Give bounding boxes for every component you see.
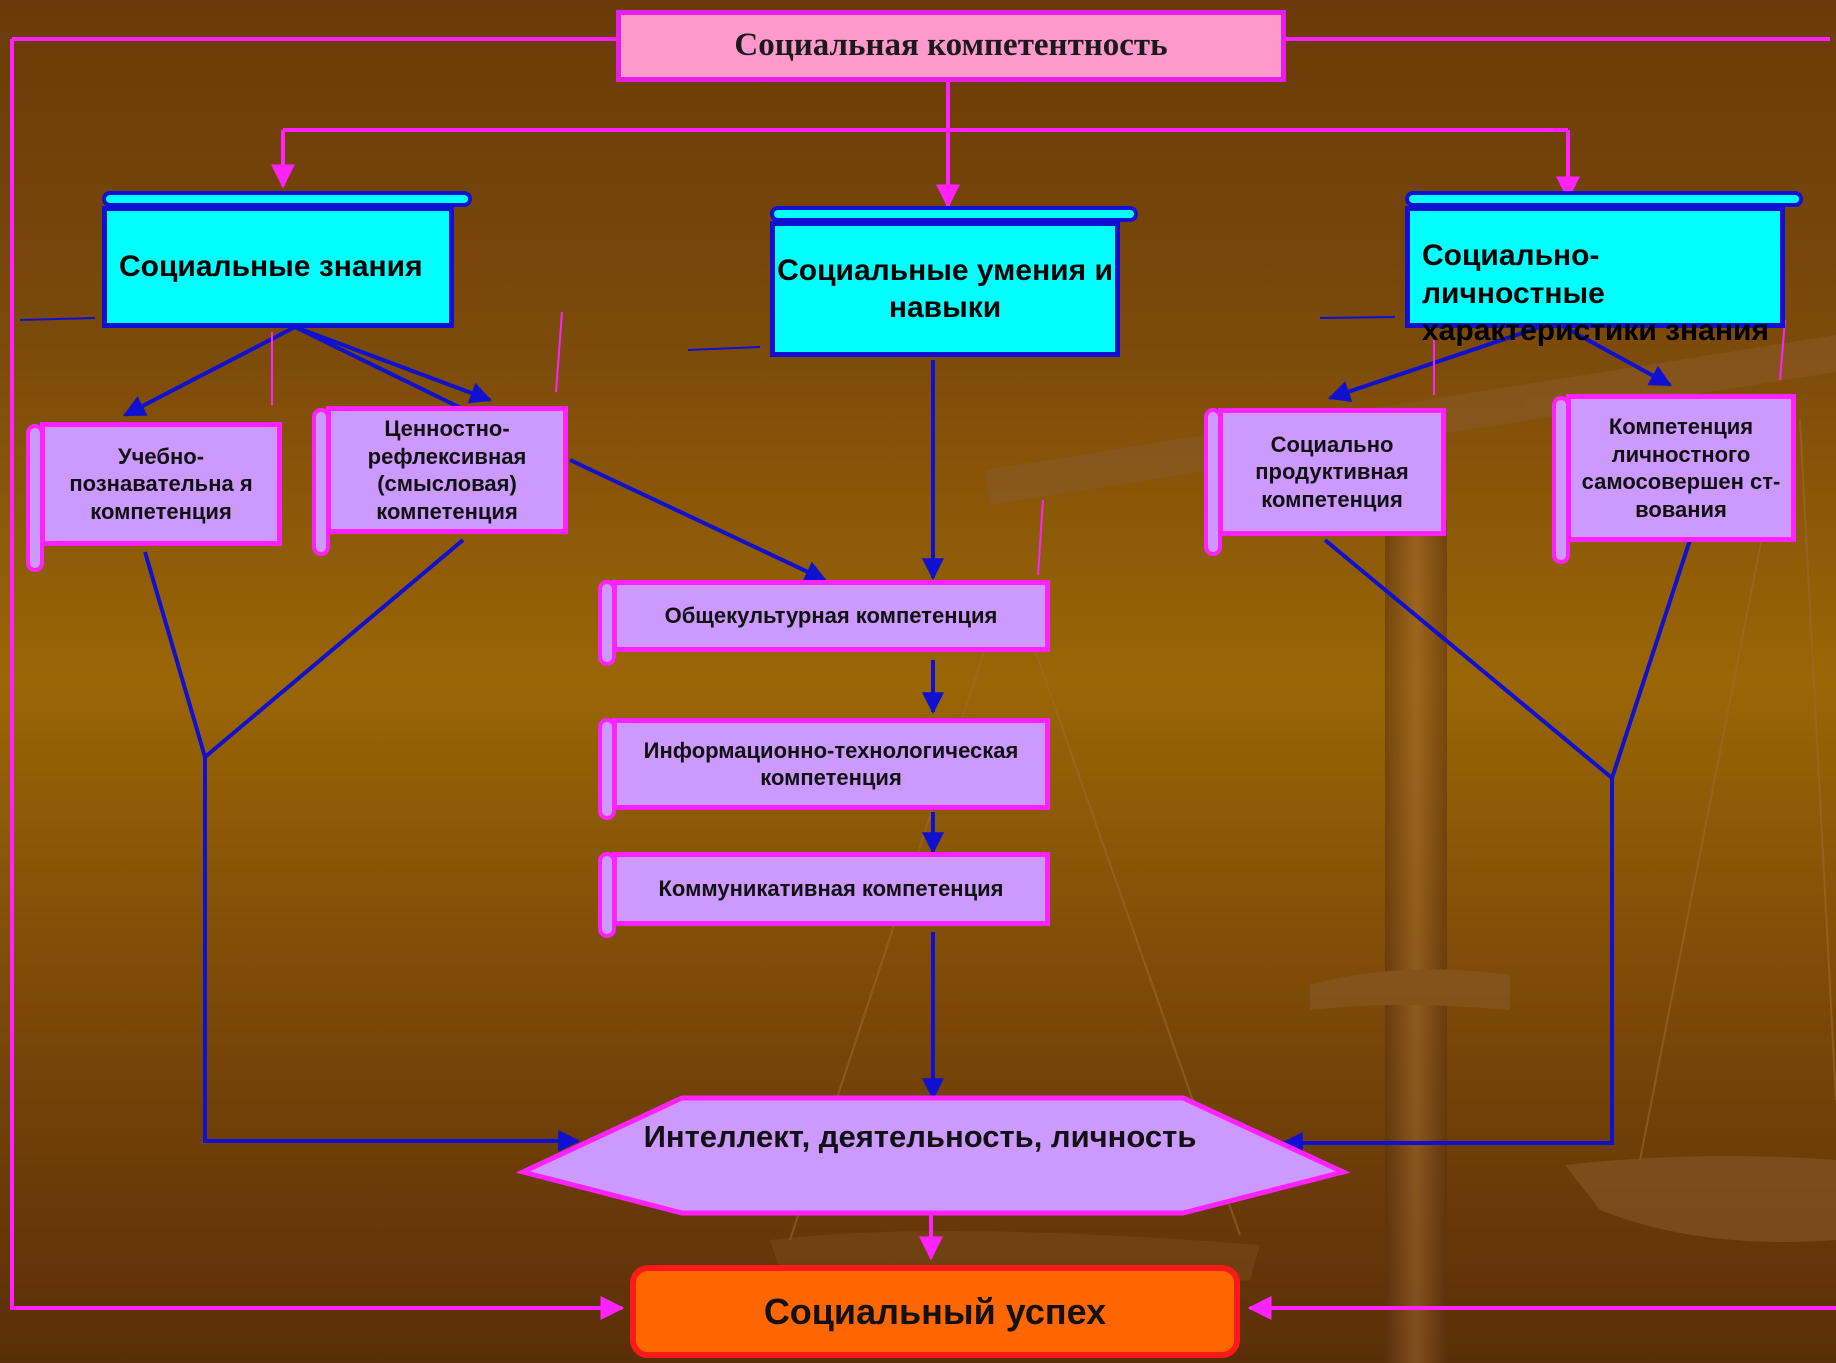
knowledge-box: Социальные знания [102,206,454,328]
information-box: Информационно-технологическая компетенци… [612,718,1050,810]
title-box: Социальная компетентность [616,10,1286,82]
personal-label: Социально-личностные характеристики знан… [1422,239,1769,347]
personal-box: Социально-личностные характеристики знан… [1405,206,1785,347]
scroll-tails [271,311,1786,576]
scroll-tails-blue [19,316,1396,351]
cultural-label: Общекультурная компетенция [664,603,998,629]
integration-label: Интеллект, деятельность, личность [643,1119,1197,1154]
success-box: Социальный успех [630,1265,1240,1358]
integration-hexagon [515,1095,1351,1216]
success-label: Социальный успех [763,1291,1107,1332]
knowledge-scroll-roll [102,191,472,207]
title-text: Социальная компетентность [734,27,1168,64]
productive-box: Социально продуктивная компетенция [1218,408,1446,536]
productive-label: Социально продуктивная компетенция [1255,431,1409,512]
knowledge-label: Социальные знания [119,250,423,284]
communicative-box: Коммуникативная компетенция [612,852,1050,926]
cultural-box: Общекультурная компетенция [612,580,1050,652]
skills-label: Социальные умения и навыки [777,253,1113,325]
blue-connectors [123,320,1692,1154]
educational-box: Учебно-познавательна я компетенция [40,422,282,546]
skills-box: Социальные умения и навыки [770,221,1120,357]
communicative-label: Коммуникативная компетенция [658,876,1004,902]
information-label: Информационно-технологическая компетенци… [643,737,1019,791]
personal-scroll-roll [1405,191,1803,207]
value-box: Ценностно-рефлексивная (смысловая) компе… [326,406,568,534]
skills-scroll-roll [770,206,1138,222]
self-box: Компетенция личностного самосовершен ст-… [1566,394,1796,542]
magenta-connectors [10,37,1836,1320]
educational-label: Учебно-познавательна я компетенция [69,443,253,524]
self-label: Компетенция личностного самосовершен ст-… [1581,414,1781,522]
value-label: Ценностно-рефлексивная (смысловая) компе… [367,416,527,524]
